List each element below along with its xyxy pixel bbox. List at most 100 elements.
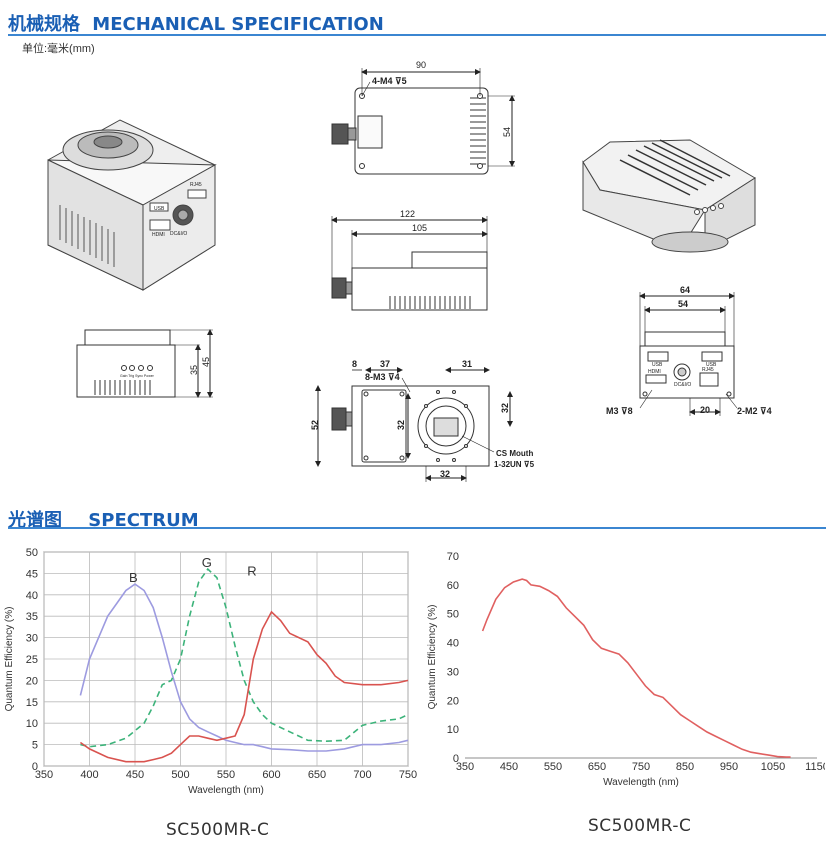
x-tick-label: 950 — [720, 761, 738, 773]
x-tick-label: 550 — [217, 769, 235, 781]
iso-camera-right — [582, 139, 756, 253]
y-tick-label: 40 — [447, 638, 459, 650]
iso-label-dcio: DC&I/O — [170, 231, 187, 237]
x-tick-label: 400 — [80, 769, 98, 781]
top-dim-width: 90 — [416, 60, 426, 70]
x-tick-label: 450 — [126, 769, 144, 781]
y-tick-label: 20 — [26, 675, 38, 687]
x-tick-label: 750 — [632, 761, 650, 773]
y-tick-label: 0 — [453, 753, 459, 765]
small-side-view — [76, 329, 176, 398]
series-label-g: G — [202, 555, 212, 570]
qe-chart-rgb: 350 400 450 500 550 600 650 700 750 0 5 10 15 20 25 30 3… — [4, 547, 417, 796]
top-dim-height: 54 — [502, 127, 512, 137]
y-tick-label: 0 — [32, 761, 38, 773]
y-tick-label: 60 — [447, 580, 459, 592]
front-dim-8: 8 — [352, 359, 357, 369]
x-tick-label: 500 — [171, 769, 189, 781]
rear-port-dcio: DC&I/O — [674, 382, 691, 388]
rear-dim-54: 54 — [678, 299, 688, 309]
spectrum-title-en: SPECTRUM — [88, 510, 199, 531]
rear-left-note: M3 ⊽8 — [606, 406, 633, 416]
y-tick-label: 10 — [447, 724, 459, 736]
rear-dim-64: 64 — [680, 285, 690, 295]
x-tick-label: 550 — [544, 761, 562, 773]
series-label-r: R — [247, 564, 256, 579]
front-dim-32-left: 32 — [396, 420, 406, 430]
iso-label-usb: USB — [154, 206, 165, 212]
x-tick-label: 700 — [353, 769, 371, 781]
x-tick-label: 450 — [500, 761, 518, 773]
iso-label-hdmi: HDMI — [152, 232, 165, 238]
series-line-0 — [481, 578, 791, 758]
y-tick-label: 50 — [26, 547, 38, 559]
x-tick-label: 650 — [308, 769, 326, 781]
y-tick-label: 20 — [447, 695, 459, 707]
y-tick-label: 30 — [447, 666, 459, 678]
front-hole-note: 8-M3 ⊽4 — [365, 372, 400, 382]
top-hole-note: 4-M4 ⊽5 — [372, 76, 407, 86]
mechanical-divider — [8, 34, 826, 36]
x-tick-label: 650 — [588, 761, 606, 773]
side-view — [331, 251, 488, 311]
y-axis-label: Quantum Efficiency (%) — [427, 605, 438, 710]
y-tick-label: 30 — [26, 633, 38, 645]
front-view — [331, 385, 490, 467]
x-axis-label: Wavelength (nm) — [188, 785, 264, 796]
x-tick-label: 750 — [399, 769, 417, 781]
rear-port-hdmi: HDMI — [648, 369, 661, 375]
x-tick-label: 350 — [456, 761, 474, 773]
front-dim-32-bottom: 32 — [440, 469, 450, 479]
y-tick-label: 35 — [26, 611, 38, 623]
small-side-dim-45: 45 — [201, 357, 211, 367]
plot-area — [465, 556, 817, 758]
front-dim-37: 37 — [380, 359, 390, 369]
small-side-dim-35: 35 — [189, 365, 199, 375]
spectrum-title-cn: 光谱图 — [8, 510, 62, 531]
rear-port-usb-left: USB — [652, 362, 663, 368]
front-dim-32-right: 32 — [500, 403, 510, 413]
y-tick-label: 45 — [26, 568, 38, 580]
rear-dim-20: 20 — [700, 405, 710, 415]
x-tick-label: 600 — [262, 769, 280, 781]
spectrum-section-title: 光谱图 SPECTRUM — [8, 506, 199, 532]
y-tick-label: 40 — [26, 590, 38, 602]
y-axis-label: Quantum Efficiency (%) — [4, 607, 15, 712]
chart1-model-label: SC500MR-C — [166, 820, 270, 840]
series-line-g — [80, 567, 409, 748]
x-tick-label: 850 — [676, 761, 694, 773]
y-tick-label: 10 — [26, 718, 38, 730]
iso-camera-left — [47, 119, 217, 291]
mechanical-title-en: MECHANICAL SPECIFICATION — [92, 14, 384, 35]
small-side-leds: Gain Trig Sync Power — [120, 374, 155, 378]
rear-port-usb-right: USB — [706, 362, 717, 368]
rear-port-rj45: RJ45 — [702, 367, 714, 373]
top-view — [331, 87, 489, 175]
side-dim-body: 105 — [412, 223, 427, 233]
front-dim-31: 31 — [462, 359, 472, 369]
y-tick-label: 15 — [26, 697, 38, 709]
mechanical-section-title: 机械规格 MECHANICAL SPECIFICATION — [8, 10, 384, 36]
unit-label: 单位:毫米(mm) — [22, 43, 95, 55]
iso-label-rj45: RJ45 — [190, 182, 202, 188]
side-dim-overall: 122 — [400, 209, 415, 219]
rear-right-note: 2-M2 ⊽4 — [737, 406, 772, 416]
y-tick-label: 70 — [447, 551, 459, 563]
series-label-b: B — [129, 570, 138, 585]
mechanical-drawings: USB HDMI DC&I/O RJ45 90 54 4-M4 ⊽5 — [47, 60, 772, 482]
x-tick-label: 350 — [35, 769, 53, 781]
y-tick-label: 5 — [32, 740, 38, 752]
x-axis-label: Wavelength (nm) — [603, 777, 679, 788]
front-mount-line2: 1-32UN ⊽5 — [494, 460, 535, 469]
rear-view — [639, 331, 735, 399]
y-tick-label: 25 — [26, 654, 38, 666]
front-dim-52: 52 — [310, 420, 320, 430]
series-line-b — [79, 583, 409, 752]
series-line-r — [79, 610, 409, 763]
x-tick-label: 1050 — [761, 761, 785, 773]
chart2-model-label: SC500MR-C — [588, 816, 692, 836]
mechanical-title-cn: 机械规格 — [8, 14, 80, 35]
y-tick-label: 50 — [447, 609, 459, 621]
